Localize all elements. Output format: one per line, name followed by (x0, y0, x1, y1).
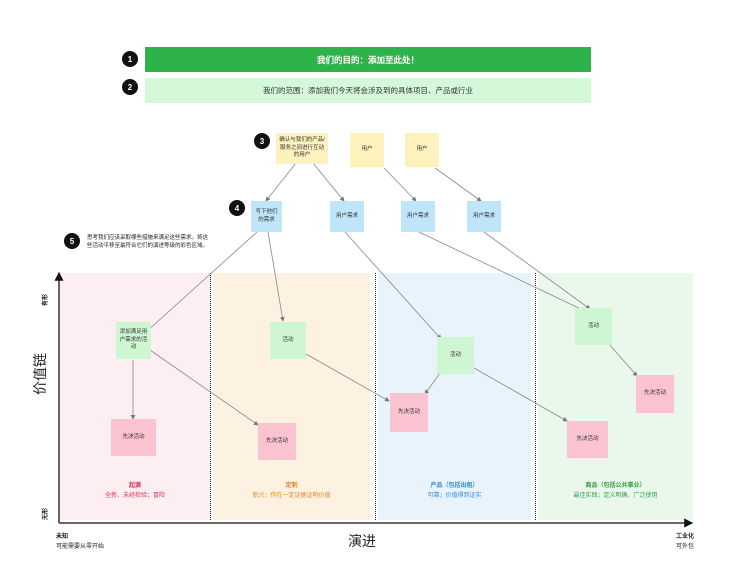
zone-commodity-label: 商品（包括公共事业） 最佳实践；定义明确、广泛使用 (540, 482, 691, 501)
user-need-note[interactable]: 用户需求 (467, 201, 501, 232)
zone-description: 新兴；你在一定证据证明价值 (252, 492, 331, 499)
y-axis-title: 价值链 (32, 353, 48, 395)
x-axis-left-sublabel: 可能需要从零开始 (56, 544, 105, 550)
prerequisite-note[interactable]: 先决活动 (636, 375, 674, 413)
y-axis-bottom-label: 无形 (43, 507, 49, 520)
scope-banner[interactable]: 我们的范围：添加我们今天将会涉及到的具体项目、产品或行业 (145, 78, 591, 103)
activity-note[interactable]: 活动 (270, 322, 306, 359)
zone-description: 全新、未经检验；冒险 (104, 492, 165, 499)
users-note[interactable]: 确认与我们的产品/服务之间进行互动的用户 (276, 133, 328, 164)
instruction-text: 思考我们应该采取哪些措施来满足这些需求。将这些活动平移至最符合它们的演进等级的彩… (87, 235, 209, 249)
zone-custom (213, 273, 370, 520)
x-axis-right-label: 工业化 (675, 534, 694, 540)
x-axis-title: 演进 (348, 533, 376, 549)
zone-title: 产品（包括出租） (430, 483, 479, 489)
zone-description: 最佳实践；定义明确、广泛使用 (573, 492, 658, 499)
activity-note[interactable]: 添加满足用户需求的活动 (116, 322, 151, 359)
activity-note[interactable]: 活动 (437, 337, 474, 374)
user-need-note[interactable]: 用户需求 (330, 201, 364, 232)
zone-title: 商品（包括公共事业） (585, 483, 646, 489)
prerequisite-note[interactable]: 先决活动 (567, 421, 608, 458)
prerequisite-note[interactable]: 先决活动 (111, 419, 156, 456)
step-5-badge: 5 (64, 233, 80, 249)
activity-note[interactable]: 活动 (575, 308, 612, 345)
purpose-banner[interactable]: 我们的目的：添加至此处！ (145, 47, 591, 72)
zone-divider (535, 273, 536, 520)
step-2-badge: 2 (122, 79, 138, 95)
zone-divider (210, 273, 211, 520)
user-need-note[interactable]: 用户需求 (401, 201, 435, 232)
step-1-badge: 1 (122, 51, 138, 67)
zone-genesis (60, 273, 210, 520)
x-axis-right-sublabel: 可外包 (675, 544, 694, 550)
prerequisite-note[interactable]: 先决活动 (258, 423, 296, 460)
prerequisite-note[interactable]: 先决活动 (390, 393, 428, 432)
x-axis-left-label: 未知 (56, 534, 69, 540)
zone-genesis-label: 起源 全新、未经检验；冒险 (62, 482, 208, 501)
zone-divider (375, 273, 376, 520)
step-4-badge: 4 (229, 200, 245, 216)
user-note[interactable]: 用户 (350, 133, 384, 167)
zone-custom-label: 定制 新兴；你在一定证据证明价值 (215, 482, 368, 501)
zone-title: 起源 (128, 483, 141, 489)
user-note[interactable]: 用户 (405, 133, 439, 167)
y-axis-top-label: 有形 (43, 293, 49, 306)
zone-title: 定制 (285, 483, 298, 489)
step-3-badge: 3 (254, 133, 270, 149)
zone-product-label: 产品（包括出租） 可靠；价值得到证实 (380, 482, 529, 501)
zone-description: 可靠；价值得到证实 (427, 492, 482, 499)
needs-note[interactable]: 写下他们的需求 (251, 201, 282, 232)
